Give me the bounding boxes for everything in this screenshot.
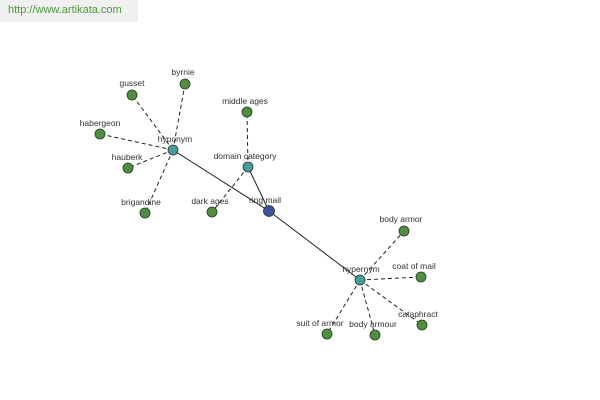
edge-hyponym-to-brigandine — [144, 149, 174, 214]
node-hypernym[interactable] — [354, 274, 366, 286]
edge-hyponym-to-habergeon — [99, 133, 174, 151]
node-hauberk[interactable] — [122, 162, 134, 174]
label-middle-ages[interactable]: middle ages — [222, 96, 268, 106]
node-suit-of-armor[interactable] — [321, 328, 333, 340]
label-suit-of-armor[interactable]: suit of armor — [296, 318, 343, 328]
edge-ring-mail-to-hyponym — [172, 149, 270, 212]
node-brigandine[interactable] — [139, 207, 151, 219]
node-coat-of-mail[interactable] — [415, 271, 427, 283]
node-hyponym[interactable] — [167, 144, 179, 156]
label-cataphract[interactable]: cataphract — [398, 309, 438, 319]
label-hyponym[interactable]: hyponym — [158, 134, 193, 144]
node-body-armour[interactable] — [369, 329, 381, 341]
edge-ring-mail-to-domain-category — [247, 166, 270, 212]
node-gusset[interactable] — [126, 89, 138, 101]
edge-hyponym-to-gusset — [131, 94, 174, 151]
label-body-armor[interactable]: body armor — [380, 214, 423, 224]
node-dark-ages[interactable] — [206, 206, 218, 218]
source-url[interactable]: http://www.artikata.com — [8, 4, 122, 16]
edge-domain-category-to-dark-ages — [211, 166, 249, 213]
node-body-armor[interactable] — [398, 225, 410, 237]
edge-layer — [99, 83, 423, 336]
label-habergeon[interactable]: habergeon — [80, 118, 121, 128]
label-hypernym[interactable]: hypernym — [342, 264, 379, 274]
edge-hyponym-to-hauberk — [127, 149, 174, 169]
edge-hypernym-to-suit-of-armor — [326, 279, 361, 335]
label-coat-of-mail[interactable]: coat of mail — [392, 261, 436, 271]
node-middle-ages[interactable] — [241, 106, 253, 118]
url-banner: http://www.artikata.com — [0, 0, 138, 22]
node-habergeon[interactable] — [94, 128, 106, 140]
edge-hypernym-to-body-armor — [359, 230, 405, 281]
label-byrnie[interactable]: byrnie — [171, 67, 194, 77]
label-gusset[interactable]: gusset — [119, 78, 145, 88]
label-ring-mail[interactable]: ring mail — [249, 195, 281, 205]
label-brigandine[interactable]: brigandine — [121, 197, 161, 207]
label-hauberk[interactable]: hauberk — [112, 152, 143, 162]
node-cataphract[interactable] — [416, 319, 428, 331]
label-layer: ring mail hyponym domain category hypernym g… — [80, 67, 439, 329]
edge-ring-mail-to-hypernym — [268, 210, 361, 281]
edge-domain-category-to-middle-ages — [246, 111, 249, 168]
node-ring-mail[interactable] — [263, 205, 275, 217]
edge-hypernym-to-body-armour — [359, 279, 376, 336]
node-byrnie[interactable] — [179, 78, 191, 90]
node-layer — [94, 78, 428, 341]
label-body-armour[interactable]: body armour — [349, 319, 397, 329]
node-domain-category[interactable] — [242, 161, 254, 173]
label-domain-category[interactable]: domain category — [214, 151, 278, 161]
edge-hypernym-to-cataphract — [359, 279, 423, 326]
label-dark-ages[interactable]: dark ages — [191, 196, 228, 206]
edge-hypernym-to-coat-of-mail — [359, 276, 422, 281]
